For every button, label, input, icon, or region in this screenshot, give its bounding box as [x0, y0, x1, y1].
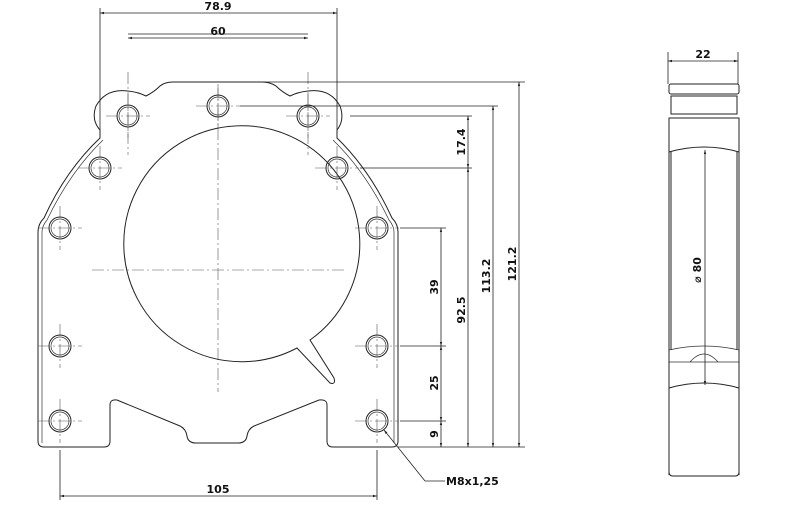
dimension-39: 39 — [428, 279, 441, 294]
dimension-25: 25 — [428, 375, 441, 390]
dimension-22: 22 — [695, 48, 710, 61]
dimension-92-5: 92.5 — [455, 296, 468, 323]
hole — [355, 324, 399, 368]
plate-outline — [37, 81, 399, 448]
central-bore — [123, 125, 361, 384]
hole — [355, 399, 399, 443]
hole — [38, 206, 82, 250]
hole — [286, 94, 330, 138]
hole — [38, 399, 82, 443]
hole — [38, 324, 82, 368]
dimension-121-2: 121.2 — [506, 247, 519, 282]
thread-callout: M8x1,25 — [446, 475, 499, 488]
dimension-78-9: 78.9 — [204, 0, 231, 13]
front-view: 78.9 60 105 M8x1,25 121.2 113.2 17.4 92.… — [37, 0, 525, 500]
mounting-holes — [38, 84, 399, 443]
hole — [106, 94, 150, 138]
dimension-9: 9 — [428, 430, 441, 438]
dimension-105: 105 — [207, 483, 230, 496]
hole — [196, 84, 240, 128]
hole — [355, 206, 399, 250]
hole — [315, 146, 359, 190]
dimension-17-4: 17.4 — [455, 128, 468, 155]
hole — [78, 146, 122, 190]
dimension-diameter-80: ⌀ 80 — [691, 257, 704, 283]
side-view: 22 ⌀ 80 — [667, 48, 740, 477]
dimension-60: 60 — [210, 25, 226, 38]
plate-inner-outline — [41, 139, 395, 443]
dimension-113-2: 113.2 — [480, 259, 493, 294]
